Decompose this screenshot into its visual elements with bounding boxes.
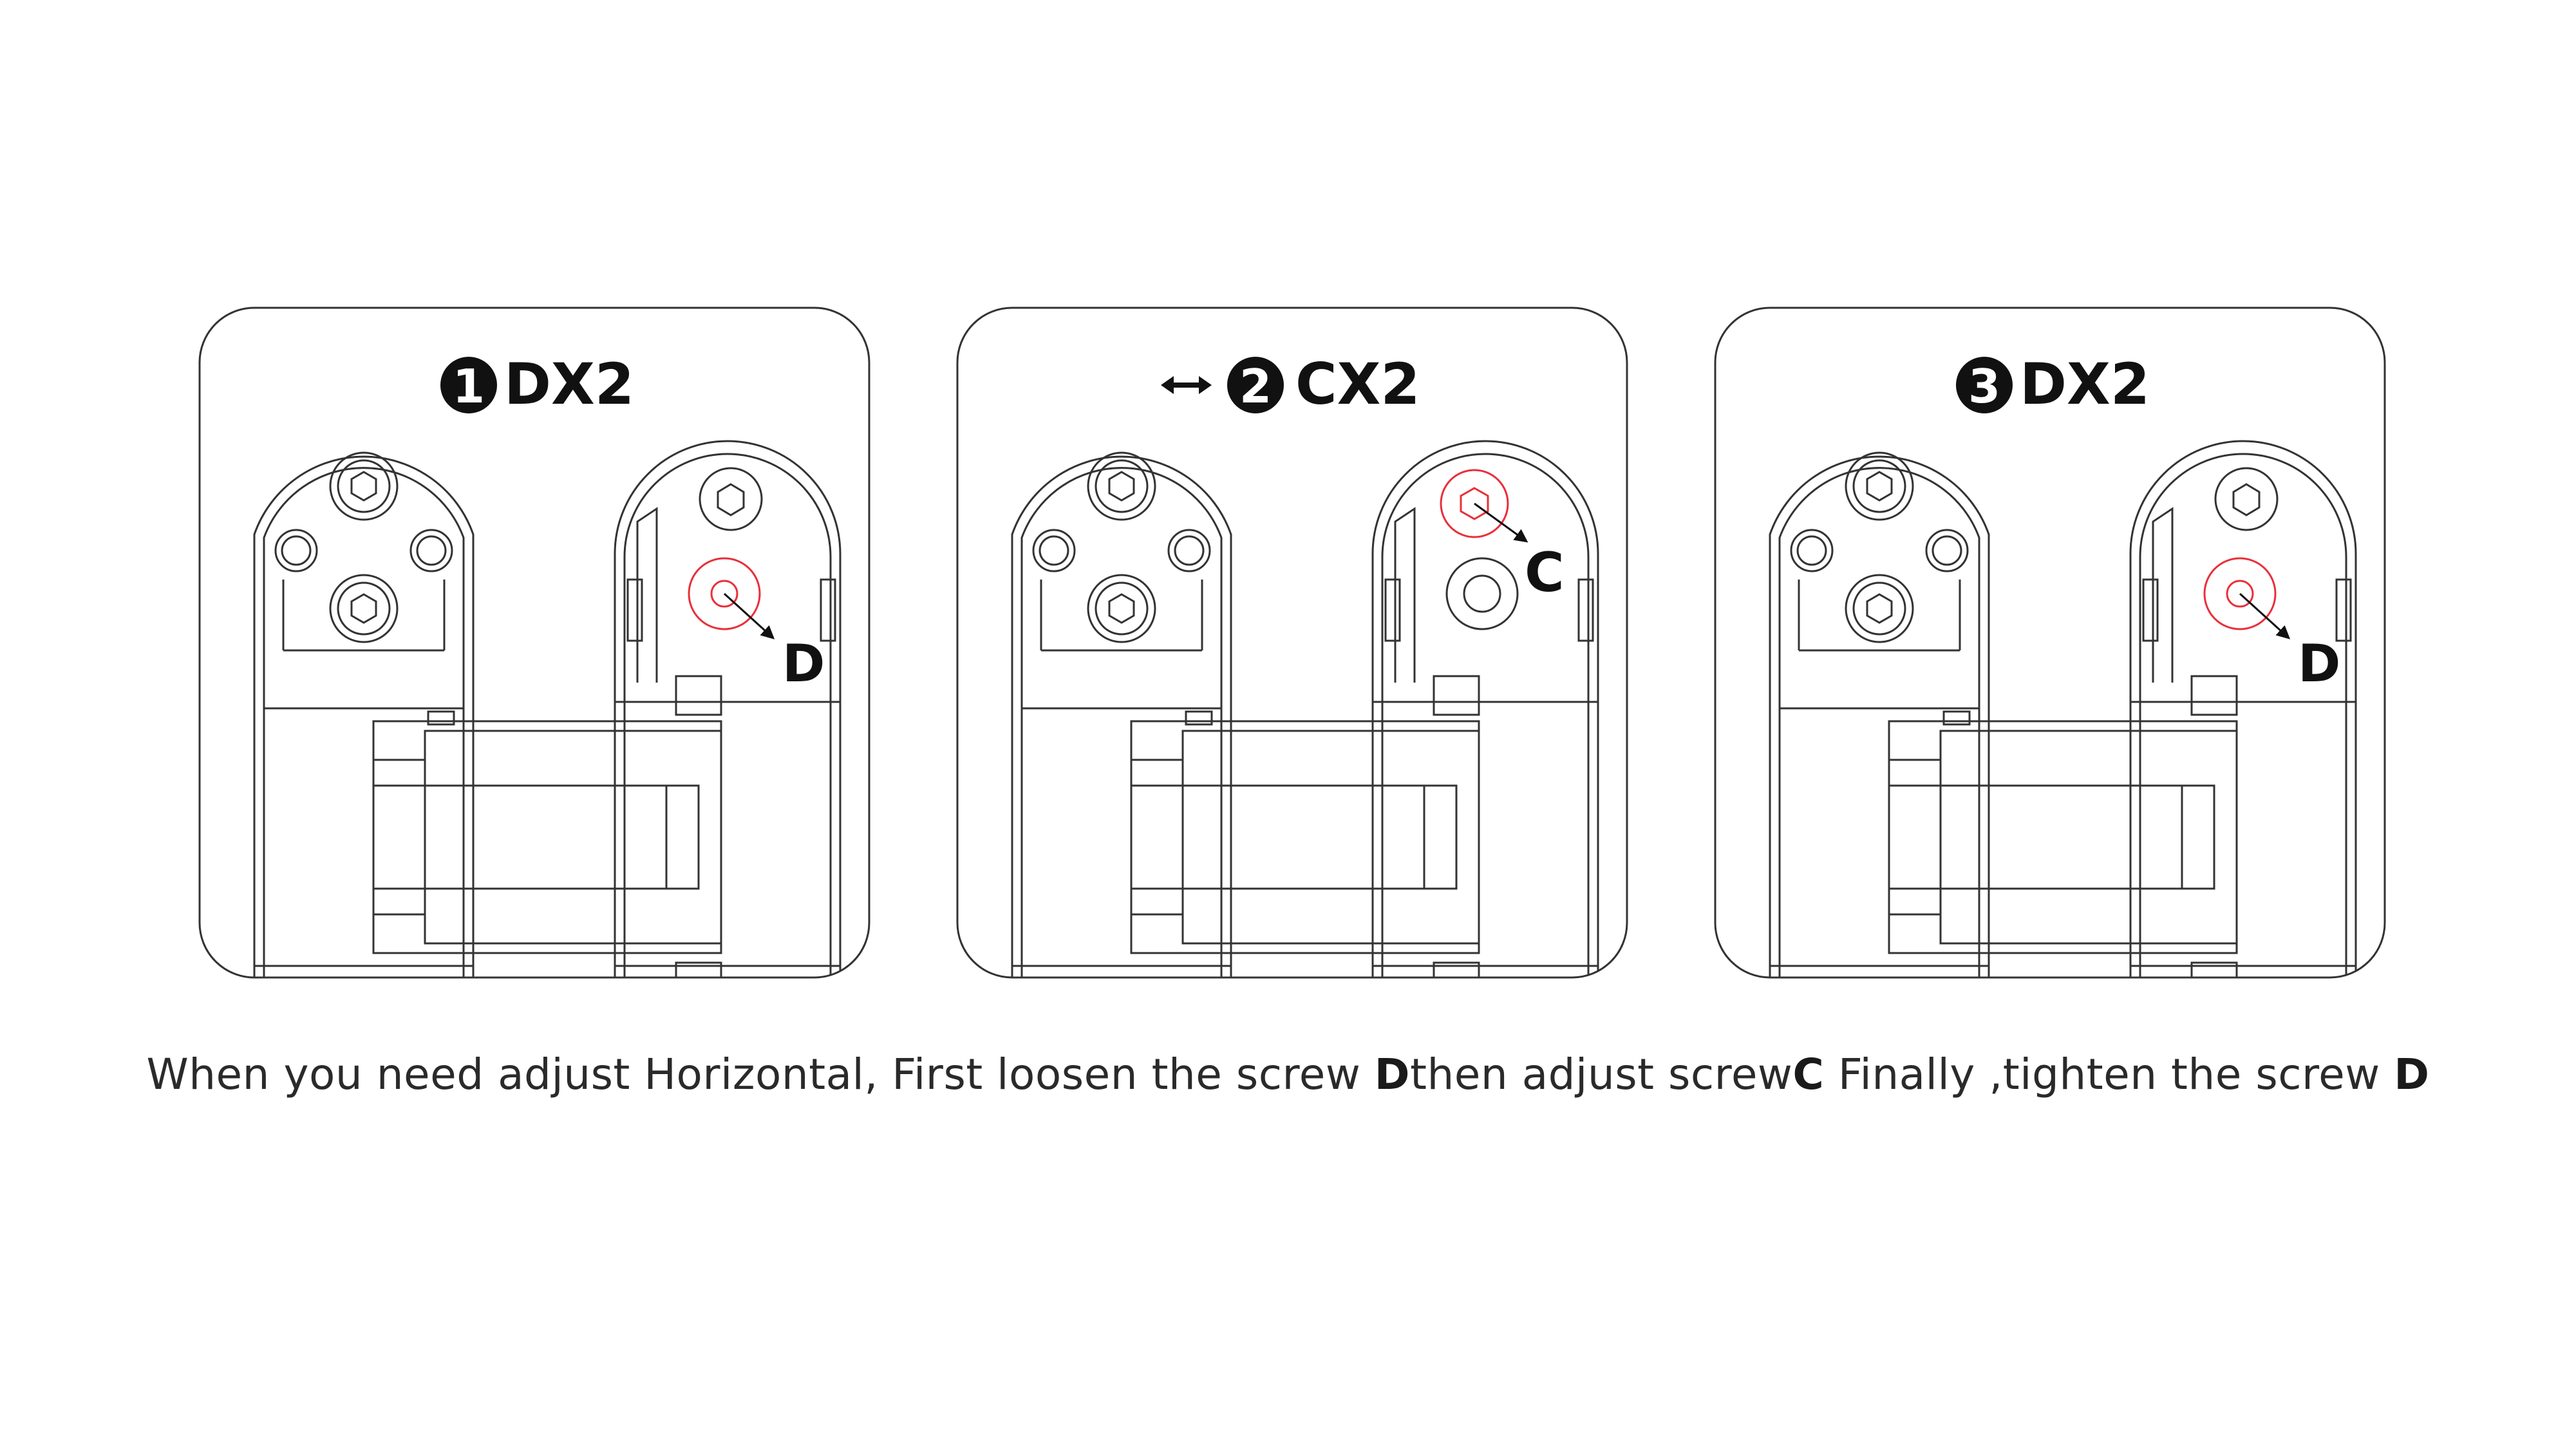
step-title: CX2 (1295, 351, 1420, 417)
step-title: DX2 (504, 351, 634, 417)
step-1-panel: D 1 DX2 (198, 307, 870, 979)
step-number-badge (1227, 357, 1284, 413)
hinge-right-plate (614, 440, 841, 978)
caption-screw-d-1: D (1374, 1050, 1411, 1099)
screw-d (1445, 557, 1519, 630)
hinge-left-plate (253, 455, 475, 978)
screw-label-d: D (782, 634, 825, 694)
screw-c-highlight (1440, 469, 1509, 538)
caption-text-3: Finally ,tighten the screw (1824, 1050, 2394, 1099)
step-3-panel: D 3 DX2 (1714, 307, 2386, 979)
caption-screw-c: C (1792, 1050, 1825, 1099)
step-number-badge (440, 357, 497, 413)
hinge-screw-bottom (329, 574, 399, 643)
screw-d-highlight (2203, 557, 2277, 630)
hinge-right-plate (1371, 440, 1599, 978)
step-number-badge (1956, 357, 2013, 413)
step-title: DX2 (2020, 351, 2150, 417)
screw-c (699, 467, 763, 531)
hinge-left-plate (1011, 455, 1232, 978)
caption-text-1: When you need adjust Horizontal, First l… (146, 1050, 1375, 1099)
step-number: 1 (453, 359, 485, 413)
step-2-panel: C 2 CX2 (956, 307, 1628, 979)
hinge-right-plate (2129, 440, 2357, 978)
hinge-screw-top (329, 451, 399, 521)
hinge-left-plate (1769, 455, 1990, 978)
caption-screw-d-2: D (2394, 1050, 2430, 1099)
screw-d-highlight (688, 557, 761, 630)
step-number: 2 (1239, 359, 1272, 413)
screw-label-c: C (1525, 541, 1565, 604)
double-arrow-horizontal-icon (1161, 376, 1212, 394)
screw-c (2214, 467, 2279, 531)
caption-text-2: then adjust screw (1410, 1050, 1793, 1099)
instruction-caption: When you need adjust Horizontal, First l… (0, 1050, 2576, 1099)
screw-label-d: D (2298, 634, 2340, 694)
step-number: 3 (1968, 359, 2000, 413)
